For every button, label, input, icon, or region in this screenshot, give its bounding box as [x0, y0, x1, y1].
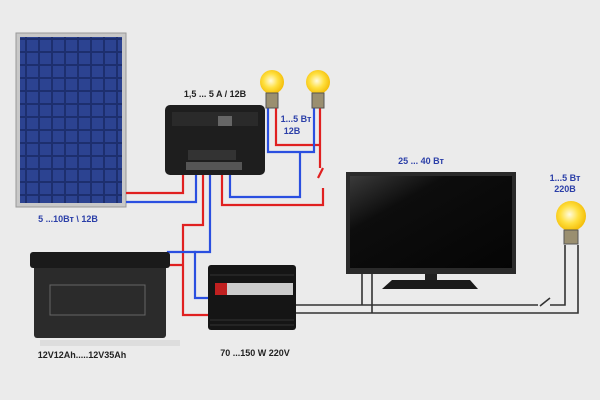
- tv: [346, 172, 516, 289]
- inverter: [208, 265, 296, 330]
- lamps-12v-power-label: 1...5 Вт: [280, 114, 312, 124]
- lamp-220v-power-label: 1...5 Вт: [549, 173, 581, 183]
- lamp-12v-1: [260, 70, 284, 109]
- controller-label: 1,5 ... 5 A / 12В: [183, 89, 247, 99]
- lamp-220v: [556, 201, 586, 245]
- inverter-label: 70 ...150 W 220V: [220, 348, 290, 358]
- lamp-220v-voltage-label: 220В: [554, 184, 576, 194]
- tv-label: 25 ... 40 Вт: [398, 156, 444, 166]
- solar-panel: [15, 32, 127, 208]
- battery: [30, 252, 180, 346]
- charge-controller: [165, 105, 265, 175]
- battery-label: 12V12Ah.....12V35Ah: [37, 350, 127, 360]
- lamp-12v-2: [306, 70, 330, 109]
- solar-panel-label: 5 ...10Вт \ 12В: [38, 214, 98, 224]
- ac-wires: [296, 245, 579, 314]
- lamps-12v-voltage-label: 12В: [283, 126, 301, 136]
